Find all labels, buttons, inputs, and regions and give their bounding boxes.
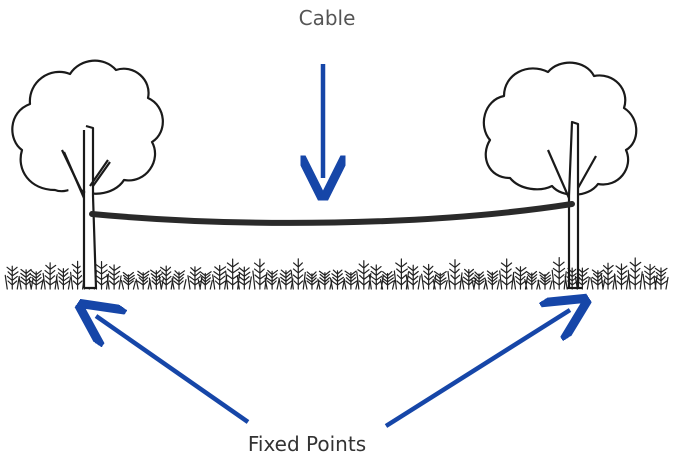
cable-line [89,201,575,226]
grass-icon [4,257,669,290]
cable-label: Cable [298,6,356,30]
right-tree-icon [482,61,638,290]
fixed-points-label: Fixed Points [247,432,367,456]
fixed-point-arrow-right [384,310,570,428]
left-tree-icon [11,59,164,290]
fixed-point-arrow-left [96,316,250,424]
